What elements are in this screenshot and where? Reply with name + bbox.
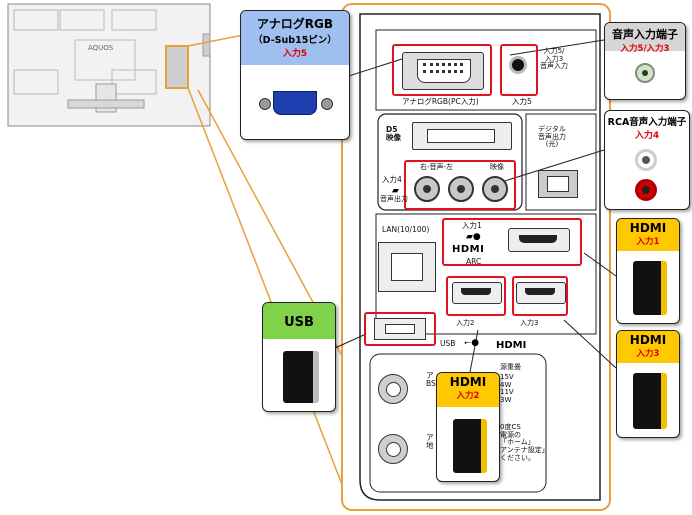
hdmi1-input: 入力1 bbox=[636, 237, 660, 247]
rca-white-jack-icon bbox=[635, 149, 657, 171]
hdmi1-highlight[interactable] bbox=[442, 218, 582, 266]
usb-icon: ⭠● bbox=[464, 338, 480, 348]
callout-audio-in: 音声入力端子 入力5/入力3 bbox=[604, 22, 686, 100]
callout-usb: USB bbox=[262, 302, 336, 412]
hdmi3-highlight[interactable] bbox=[512, 276, 568, 316]
input2-label: 入力2 bbox=[456, 319, 475, 327]
hdmi2-connector-icon bbox=[453, 419, 487, 473]
callout-rca-audio: RCA音声入力端子 入力4 bbox=[604, 110, 690, 210]
hdmi3-title: HDMI bbox=[629, 333, 667, 347]
hdmi1-connector-icon bbox=[633, 261, 667, 315]
d5-port bbox=[412, 122, 512, 150]
vga-connector-icon bbox=[259, 91, 333, 115]
input4-label: 入力4 bbox=[382, 175, 402, 184]
audio-in-label: 入力5/ 入力3 音声入力 bbox=[540, 47, 568, 71]
rca-red-jack-icon bbox=[635, 179, 657, 201]
hdmi2-highlight[interactable] bbox=[446, 276, 506, 316]
hdmi1-title: HDMI bbox=[629, 221, 667, 235]
hdmi3-port bbox=[516, 282, 566, 304]
usb-port-highlight[interactable] bbox=[364, 312, 436, 346]
analog-rgb-subtitle: （D-Sub15ピン） bbox=[253, 35, 337, 46]
rca-ports-highlight[interactable] bbox=[404, 160, 516, 210]
lan-label: LAN(10/100) bbox=[382, 225, 430, 234]
analog-rgb-port bbox=[402, 52, 484, 90]
rca-jack-left bbox=[448, 176, 474, 202]
hdmi1-port bbox=[508, 228, 570, 252]
tv-back-thumbnail bbox=[7, 3, 211, 127]
input1-icon: ▰● bbox=[466, 232, 481, 242]
voltage-spec: 15V 4W 11V 3W bbox=[500, 373, 514, 405]
analog-rgb-input: 入力5 bbox=[282, 49, 308, 59]
d5-label: D5 映像 bbox=[386, 125, 401, 143]
hdmi3-input: 入力3 bbox=[636, 349, 660, 359]
analog-rgb-title: アナログRGB bbox=[257, 17, 333, 31]
tv-brand-label: AQUOS bbox=[88, 44, 114, 52]
analog-rgb-port-highlight[interactable] bbox=[392, 44, 492, 96]
callout-hdmi3: HDMI 入力3 bbox=[616, 330, 680, 438]
antenna-bs-label: ア BS bbox=[426, 371, 436, 389]
usb-panel-label: USB bbox=[440, 339, 456, 348]
usb-connector-icon bbox=[283, 351, 319, 403]
input3-label: 入力3 bbox=[520, 319, 539, 327]
input5-label: 入力5 bbox=[512, 97, 532, 106]
rca-title: RCA音声入力端子 bbox=[607, 117, 687, 128]
audio-in-input: 入力5/入力3 bbox=[620, 44, 670, 54]
audio-jack-icon bbox=[635, 63, 655, 83]
hdmi2-input: 入力2 bbox=[456, 391, 480, 401]
audio-in-jack bbox=[509, 56, 527, 74]
digital-out-label: デジタル 音声出力 (光) bbox=[538, 125, 566, 149]
video-label: 映像 bbox=[490, 163, 504, 171]
audio-lr-label: 右-音声-左 bbox=[420, 163, 454, 171]
audio-out-label: 音声出力 bbox=[380, 195, 408, 203]
hdmi2-title: HDMI bbox=[449, 375, 487, 389]
input1-label: 入力1 bbox=[462, 221, 482, 230]
audio-in-title: 音声入力端子 bbox=[612, 28, 678, 41]
arc-label: ARC bbox=[466, 257, 482, 266]
hdmi2-port bbox=[452, 282, 502, 304]
rca-input: 入力4 bbox=[634, 131, 660, 141]
input4-icon: ▰ bbox=[392, 186, 399, 196]
hdmi-logo-small: HDMI bbox=[452, 244, 485, 255]
voltage-header: 源重畳 bbox=[500, 363, 521, 371]
cs-note: 0度CS 電源の 「ホーム」 アンテナ設定」 ください。 bbox=[500, 423, 549, 462]
callout-analog-rgb: アナログRGB （D-Sub15ピン） 入力5 bbox=[240, 10, 350, 140]
rca-jack-right bbox=[414, 176, 440, 202]
rca-jack-video bbox=[482, 176, 508, 202]
usb-title: USB bbox=[284, 315, 314, 330]
hdmi-logo-panel: HDMI bbox=[496, 340, 527, 351]
hdmi3-connector-icon bbox=[633, 373, 667, 429]
antenna-bs-connector bbox=[378, 374, 408, 404]
antenna-terrestrial-connector bbox=[378, 434, 408, 464]
analog-rgb-label: アナログRGB(PC入力) bbox=[402, 97, 479, 106]
usb-port bbox=[374, 318, 426, 340]
lan-port bbox=[378, 242, 436, 292]
optical-port bbox=[538, 170, 578, 198]
antenna-terr-label: ア 地 bbox=[426, 433, 434, 451]
audio-in-port-highlight[interactable] bbox=[500, 44, 538, 96]
callout-hdmi1: HDMI 入力1 bbox=[616, 218, 680, 324]
callout-hdmi2: HDMI 入力2 bbox=[436, 372, 500, 482]
